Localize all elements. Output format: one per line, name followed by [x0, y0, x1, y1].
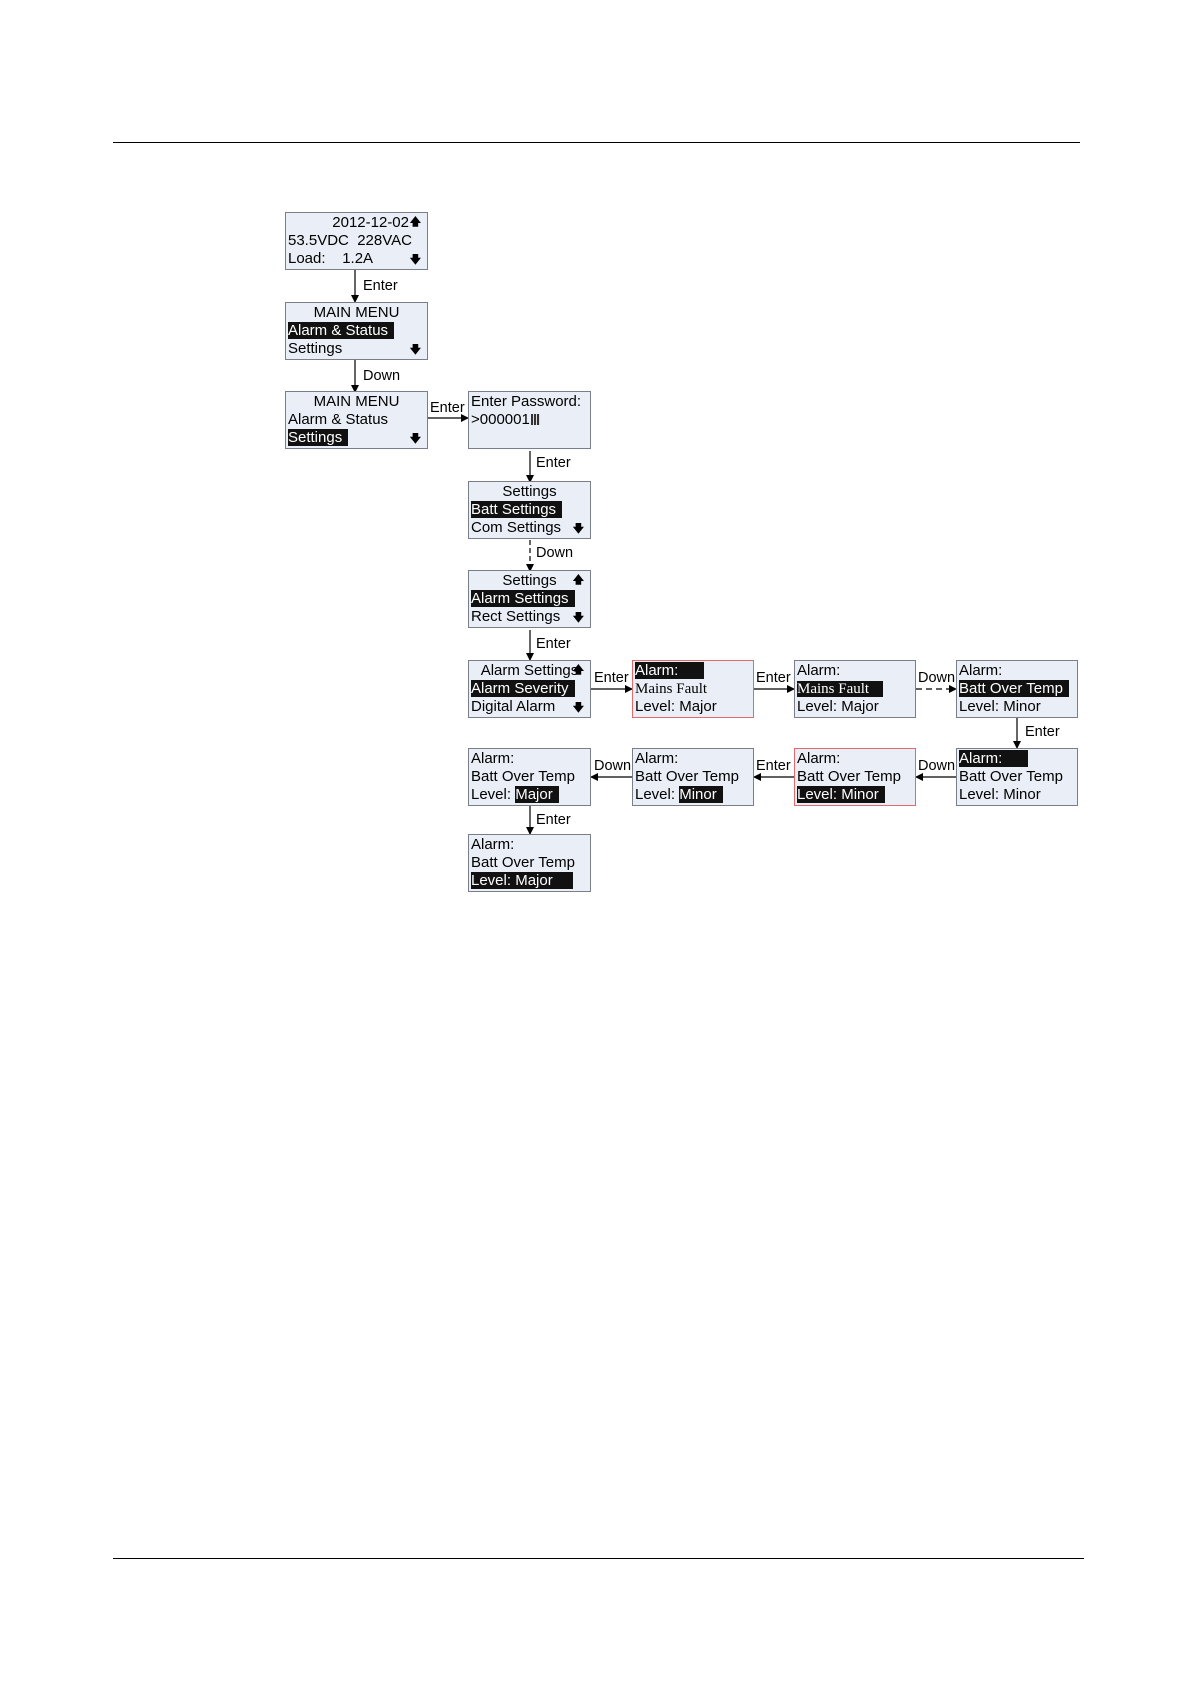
alarm-name: Batt Over Temp — [471, 768, 575, 785]
lcd-alarm-settings-screen: Alarm Settings 🡅 Alarm Severity Digital … — [468, 660, 591, 718]
lcd-password-screen: Enter Password: >000001 — [468, 391, 591, 449]
alarm-name[interactable]: Mains Fault — [797, 681, 884, 697]
menu-title: Settings — [502, 572, 557, 589]
enter-label: Enter — [536, 812, 571, 828]
alarm-level[interactable]: Level: Minor — [797, 786, 885, 803]
menu-item-alarm-settings[interactable]: Alarm Settings — [471, 590, 575, 607]
alarm-level-value[interactable]: Major — [515, 786, 559, 803]
alarm-name: Batt Over Temp — [959, 768, 1063, 785]
alarm-level[interactable]: Level: Major — [471, 872, 573, 889]
alarm-level: Level: Major — [797, 698, 879, 715]
enter-label: Enter — [756, 670, 791, 686]
alarm-name: Batt Over Temp — [635, 768, 739, 785]
alarm-field: Alarm: — [471, 836, 515, 853]
lcd-alarm-severity-screen: Alarm: Mains Fault Level: Major — [632, 660, 754, 718]
arrow-up-icon: 🡅 — [409, 216, 421, 228]
arrow-up-icon: 🡅 — [572, 574, 584, 586]
alarm-level-label: Level: — [635, 786, 680, 803]
alarm-field: Alarm: — [471, 750, 515, 767]
menu-item-alarm-status[interactable]: Alarm & Status — [288, 322, 395, 339]
alarm-level-label: Level: — [471, 786, 516, 803]
arrow-down-icon: 🡇 — [409, 433, 421, 445]
alarm-name: Batt Over Temp — [471, 854, 575, 871]
load-text: Load: 1.2A — [288, 250, 374, 267]
menu-title: MAIN MENU — [313, 393, 400, 410]
alarm-field: Alarm: — [797, 750, 841, 767]
menu-item-settings[interactable]: Settings — [288, 340, 343, 357]
menu-title: Alarm Settings — [480, 662, 579, 679]
menu-item-rect-settings[interactable]: Rect Settings — [471, 608, 561, 625]
lcd-alarm-severity-screen: Alarm: Batt Over Temp Level: Minor — [956, 660, 1078, 718]
menu-item-settings[interactable]: Settings — [288, 429, 349, 446]
header-rule — [113, 142, 1080, 143]
down-label: Down — [918, 670, 956, 686]
footer-rule-right — [370, 1558, 1084, 1559]
lcd-alarm-severity-screen: Alarm: Batt Over Temp Level: Major — [468, 748, 591, 806]
menu-item-alarm-status[interactable]: Alarm & Status — [288, 411, 389, 428]
enter-label: Enter — [594, 670, 629, 686]
lcd-alarm-severity-screen: Alarm: Batt Over Temp Level: Minor — [794, 748, 916, 806]
enter-label: Enter — [363, 278, 398, 294]
lcd-alarm-severity-screen: Alarm: Batt Over Temp Level: Major — [468, 834, 591, 892]
lcd-settings-screen: Settings 🡅 Alarm Settings Rect Settings … — [468, 570, 591, 628]
alarm-name: Mains Fault — [635, 681, 708, 697]
password-prompt: Enter Password: — [471, 393, 582, 410]
alarm-name[interactable]: Batt Over Temp — [959, 680, 1069, 697]
down-label: Down — [594, 758, 632, 774]
alarm-level: Level: Minor — [959, 698, 1041, 715]
menu-item-batt-settings[interactable]: Batt Settings — [471, 501, 563, 518]
menu-item-digital-alarm[interactable]: Digital Alarm — [471, 698, 556, 715]
arrow-up-icon: 🡅 — [572, 664, 584, 676]
alarm-field[interactable]: Alarm: — [959, 750, 1029, 767]
date-text: 2012-12-02 — [332, 214, 409, 231]
cursor-icon — [530, 414, 540, 425]
lcd-alarm-severity-screen: Alarm: Batt Over Temp Level: Minor — [632, 748, 754, 806]
alarm-field: Alarm: — [797, 662, 841, 679]
voltage-text: 53.5VDC 228VAC — [288, 232, 412, 249]
enter-label: Enter — [756, 758, 791, 774]
lcd-alarm-severity-screen: Alarm: Batt Over Temp Level: Minor — [956, 748, 1078, 806]
lcd-home-screen: 2012-12-02 🡅 53.5VDC 228VAC Load: 1.2A 🡇 — [285, 212, 428, 270]
lcd-main-menu-screen: MAIN MENU Alarm & Status Settings 🡇 — [285, 302, 428, 360]
lcd-alarm-severity-screen: Alarm: Mains Fault Level: Major — [794, 660, 916, 718]
footer-rule-left — [113, 1558, 370, 1559]
lcd-settings-screen: Settings Batt Settings Com Settings 🡇 — [468, 481, 591, 539]
down-label: Down — [536, 545, 574, 561]
lcd-main-menu-screen: MAIN MENU Alarm & Status Settings 🡇 — [285, 391, 428, 449]
alarm-name: Batt Over Temp — [797, 768, 901, 785]
alarm-field: Alarm: — [635, 750, 679, 767]
menu-title: MAIN MENU — [313, 304, 400, 321]
alarm-level: Level: Minor — [959, 786, 1041, 803]
alarm-field[interactable]: Alarm: — [635, 662, 705, 679]
menu-item-alarm-severity[interactable]: Alarm Severity — [471, 680, 575, 697]
menu-item-com-settings[interactable]: Com Settings — [471, 519, 562, 536]
down-label: Down — [363, 368, 401, 384]
alarm-level-value[interactable]: Minor — [679, 786, 723, 803]
arrow-down-icon: 🡇 — [409, 254, 421, 266]
menu-title: Settings — [502, 483, 557, 500]
down-label: Down — [918, 758, 956, 774]
password-field[interactable]: >000001 — [471, 411, 530, 428]
enter-label: Enter — [536, 636, 571, 652]
arrow-down-icon: 🡇 — [572, 612, 584, 624]
arrow-down-icon: 🡇 — [572, 702, 584, 714]
arrow-down-icon: 🡇 — [409, 344, 421, 356]
arrow-down-icon: 🡇 — [572, 523, 584, 535]
alarm-field: Alarm: — [959, 662, 1003, 679]
enter-label: Enter — [536, 455, 571, 471]
alarm-level: Level: Major — [635, 698, 717, 715]
enter-label: Enter — [1025, 724, 1060, 740]
enter-label: Enter — [430, 400, 465, 416]
